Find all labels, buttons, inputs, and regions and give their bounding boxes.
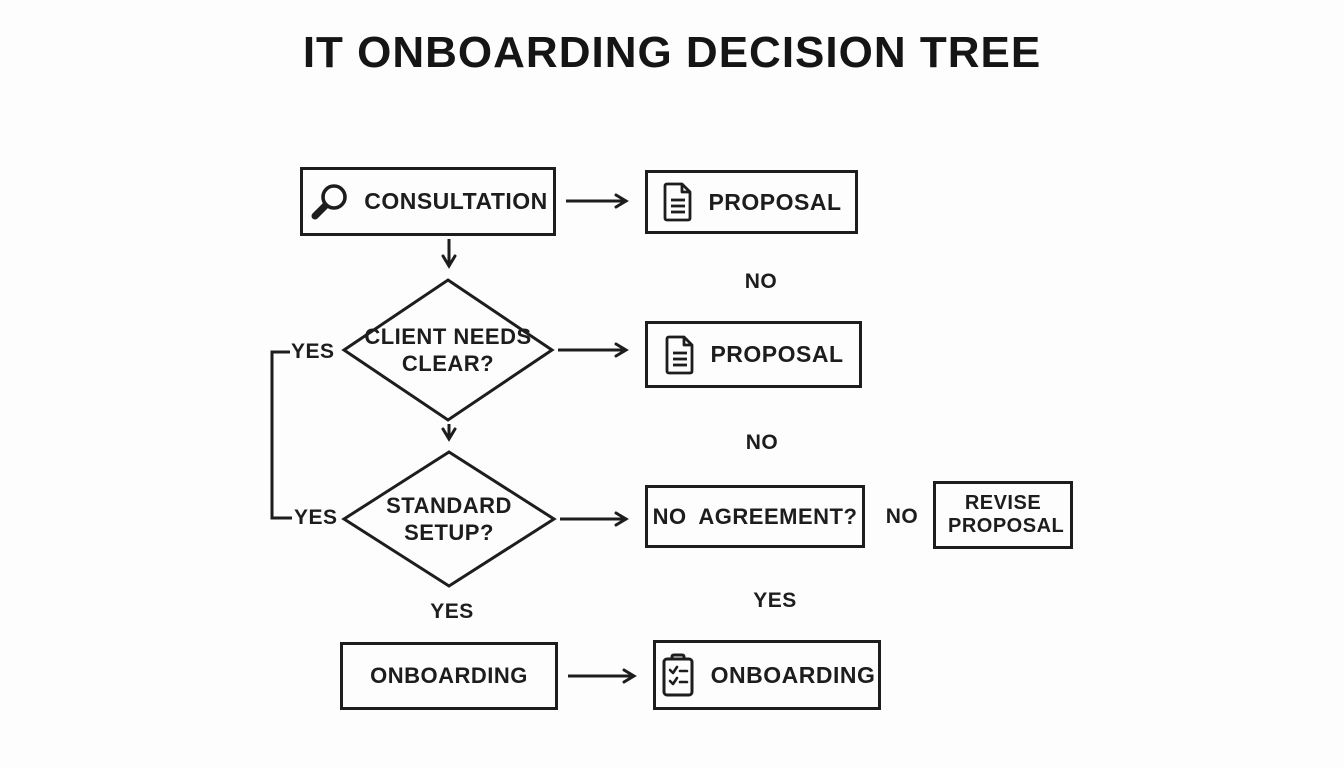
- node-consultation: CONSULTATION: [300, 167, 556, 236]
- node-standard-setup: STANDARD SETUP?: [386, 492, 512, 546]
- edge-label-no-above-agreement: NO: [745, 431, 779, 454]
- yes-branch-bracket-line: [270, 350, 292, 520]
- node-label: REVISE PROPOSAL: [948, 492, 1065, 537]
- node-label: ONBOARDING: [710, 661, 876, 688]
- node-label: PROPOSAL: [710, 341, 844, 367]
- edge-label-yes-below-agreement: YES: [753, 589, 797, 612]
- node-agreement: NO AGREEMENT?: [645, 485, 865, 548]
- edge-label-yes-standard-setup: YES: [294, 506, 338, 529]
- node-proposal-mid: PROPOSAL: [645, 321, 862, 388]
- node-label: ONBOARDING: [370, 663, 528, 688]
- node-label: PROPOSAL: [708, 188, 842, 215]
- decision-diamond-client-needs: [341, 278, 555, 422]
- edge-label-yes-client-needs: YES: [291, 340, 335, 363]
- document-icon: [663, 335, 696, 375]
- node-onboarding: ONBOARDING: [340, 642, 558, 710]
- node-revise-proposal: REVISE PROPOSAL: [933, 481, 1073, 549]
- node-client-needs-clear: CLIENT NEEDS CLEAR?: [364, 323, 532, 377]
- edge-label-no-beside-revise: NO: [885, 505, 919, 528]
- edge-label-yes-below-standard-setup: YES: [430, 600, 474, 623]
- node-proposal-top: PROPOSAL: [645, 170, 858, 234]
- checklist-icon: [659, 652, 697, 698]
- node-label: NO AGREEMENT?: [652, 503, 858, 529]
- decision-diamond-standard-setup: [341, 450, 557, 588]
- magnifier-icon: [308, 182, 350, 222]
- node-label: CONSULTATION: [364, 188, 548, 214]
- document-icon: [661, 182, 694, 222]
- node-onboarding-final: ONBOARDING: [653, 640, 881, 710]
- page-title: IT ONBOARDING DECISION TREE: [302, 28, 1042, 77]
- edge-label-no-above-proposal: NO: [744, 270, 778, 293]
